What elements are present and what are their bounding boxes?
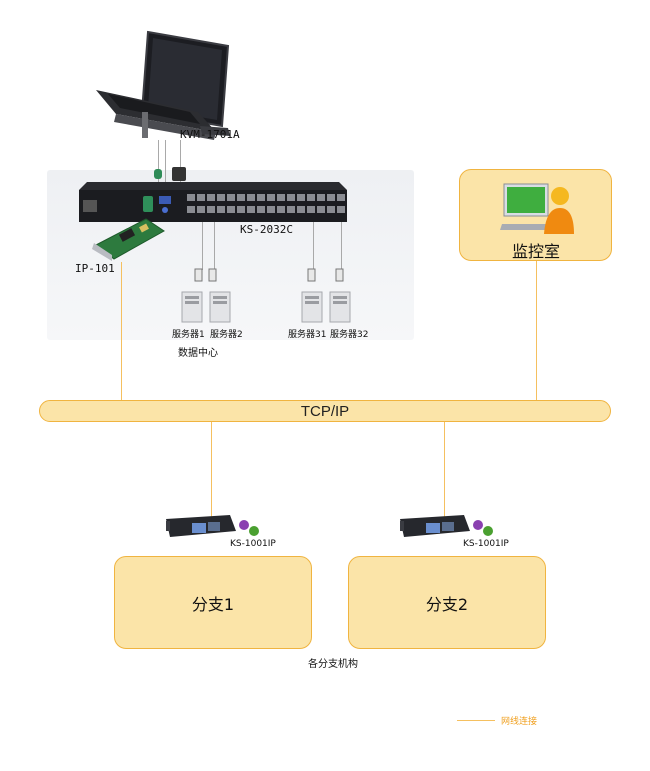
console-cable-3 (180, 140, 181, 190)
monitor-network-line (536, 259, 537, 401)
server-31-label: 服务器31 (288, 330, 327, 340)
operator-workstation-icon (500, 183, 574, 234)
ip-extender-1-label: KS-1001IP (230, 539, 276, 549)
server-cable-1 (202, 220, 203, 270)
monitor-room-label: 监控室 (512, 242, 561, 261)
server-32-label: 服务器32 (330, 330, 369, 340)
server-group-1-icon (181, 291, 231, 323)
server-1-label: 服务器1 (172, 330, 205, 340)
server-cable-2 (214, 220, 215, 270)
console-cable-2 (165, 140, 166, 190)
ip-extender-2-icon (400, 515, 493, 537)
console-cable-1 (158, 140, 159, 190)
server-adapter-icon (307, 268, 344, 282)
kvm-console-icon (96, 30, 230, 140)
kvm-switch-icon (79, 182, 347, 222)
ip-module-label: IP-101 (75, 262, 115, 275)
server-group-2-icon (301, 291, 351, 323)
data-center-label: 数据中心 (178, 348, 218, 359)
branch-2-box: 分支2 (348, 556, 546, 649)
console-connector-icon (154, 167, 186, 181)
legend-line-swatch (457, 720, 495, 721)
ip-extender-1-icon (166, 515, 259, 537)
server-adapter-icon (194, 268, 217, 282)
tcpip-label: TCP/IP (300, 402, 350, 420)
branch-2-label: 分支2 (425, 594, 469, 614)
branch2-network-line (444, 422, 445, 520)
branch-1-label: 分支1 (191, 594, 235, 614)
server-2-label: 服务器2 (210, 330, 243, 340)
branch1-network-line (211, 422, 212, 520)
branch-1-box: 分支1 (114, 556, 312, 649)
server-cable-31 (313, 220, 314, 270)
kvm-switch-label: KS-2032C (240, 223, 293, 236)
ip101-network-line (121, 262, 122, 401)
server-cable-32 (341, 220, 342, 270)
tcpip-network-bus: TCP/IP (39, 400, 611, 422)
ip-module-icon (92, 218, 165, 261)
kvm-console-label: KVM-1701A (180, 128, 240, 141)
legend-network-label: 网线连接 (501, 717, 538, 727)
branches-caption: 各分支机构 (308, 659, 358, 670)
ip-extender-2-label: KS-1001IP (463, 539, 509, 549)
